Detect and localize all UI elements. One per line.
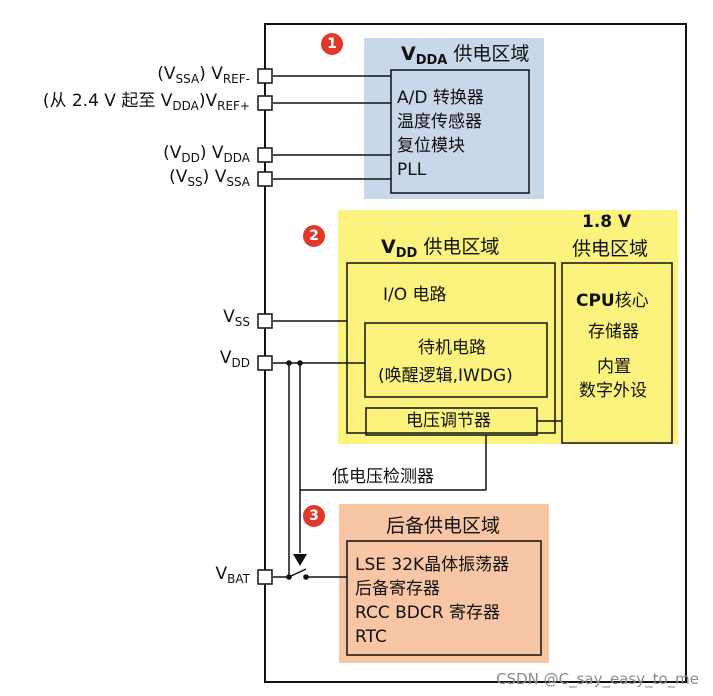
vdda-domain-bg bbox=[364, 38, 544, 199]
standby-line2: (唤醒逻辑,IWDG) bbox=[378, 366, 513, 386]
core-item-cpu: CPU核心 bbox=[576, 291, 649, 311]
pin-vdd-square bbox=[257, 355, 273, 371]
vdda-item-temp-sensor: 温度传感器 bbox=[397, 112, 482, 132]
pin-label-vss: VSS bbox=[223, 307, 250, 329]
detector-arrow bbox=[293, 554, 307, 566]
backup-item-registers: 后备寄存器 bbox=[355, 579, 440, 599]
vdda-item-reset: 复位模块 bbox=[397, 136, 465, 156]
core-item-builtin: 内置 bbox=[597, 357, 631, 377]
core-item-memory: 存储器 bbox=[588, 322, 639, 342]
backup-item-rtc: RTC bbox=[355, 627, 387, 647]
low-voltage-detector-label: 低电压检测器 bbox=[332, 467, 434, 487]
pin-label-vdd: VDD bbox=[219, 348, 250, 370]
pin-vss-square bbox=[257, 313, 273, 329]
backup-domain-bg bbox=[339, 504, 549, 663]
badge-one: 1 bbox=[321, 33, 343, 55]
regulator-label: 电压调节器 bbox=[406, 411, 491, 431]
pin-vref-plus-square bbox=[257, 95, 273, 111]
core-domain-title-1: 1.8 V bbox=[582, 212, 632, 232]
vdd-domain-bg bbox=[338, 210, 678, 444]
core-item-peripherals: 数字外设 bbox=[579, 381, 647, 401]
backup-item-rcc-bdcr: RCC BDCR 寄存器 bbox=[355, 603, 500, 623]
io-circuit-label: I/O 电路 bbox=[383, 285, 447, 305]
backup-inner-box bbox=[346, 540, 542, 656]
io-box bbox=[346, 262, 556, 434]
pin-label-vref-minus: (VSSA) VREF- bbox=[157, 64, 250, 86]
backup-item-lse: LSE 32K晶体振荡器 bbox=[355, 555, 510, 575]
vdda-domain-title: VDDA 供电区域 bbox=[401, 43, 530, 68]
vdda-inner-box bbox=[390, 69, 530, 194]
badge-two: 2 bbox=[303, 225, 325, 247]
pin-label-vdda: (VDD) VDDA bbox=[163, 143, 250, 165]
vdd-domain-title: VDD 供电区域 bbox=[381, 236, 500, 261]
pin-vssa-square bbox=[257, 171, 273, 187]
pin-label-vref-plus: (从 2.4 V 起至 VDDA)VREF+ bbox=[42, 91, 250, 113]
pin-vref-minus-square bbox=[257, 68, 273, 84]
core-box bbox=[561, 262, 673, 444]
watermark: CSDN @C_say_easy_to_me bbox=[496, 670, 699, 688]
vdd-junction-1 bbox=[286, 360, 292, 366]
core-domain-title-2: 供电区域 bbox=[572, 238, 649, 260]
vdda-item-adc: A/D 转换器 bbox=[397, 88, 484, 108]
pin-label-vbat: VBAT bbox=[215, 564, 250, 586]
chip-outline bbox=[264, 23, 687, 683]
badge-three: 3 bbox=[303, 505, 325, 527]
standby-box bbox=[364, 322, 548, 398]
pin-vbat-square bbox=[257, 569, 273, 585]
pin-vdda-square bbox=[257, 147, 273, 163]
standby-line1: 待机电路 bbox=[418, 338, 486, 358]
backup-domain-title: 后备供电区域 bbox=[386, 515, 501, 537]
vdda-item-pll: PLL bbox=[397, 160, 427, 180]
pin-label-vssa: (VSS) VSSA bbox=[169, 167, 250, 189]
